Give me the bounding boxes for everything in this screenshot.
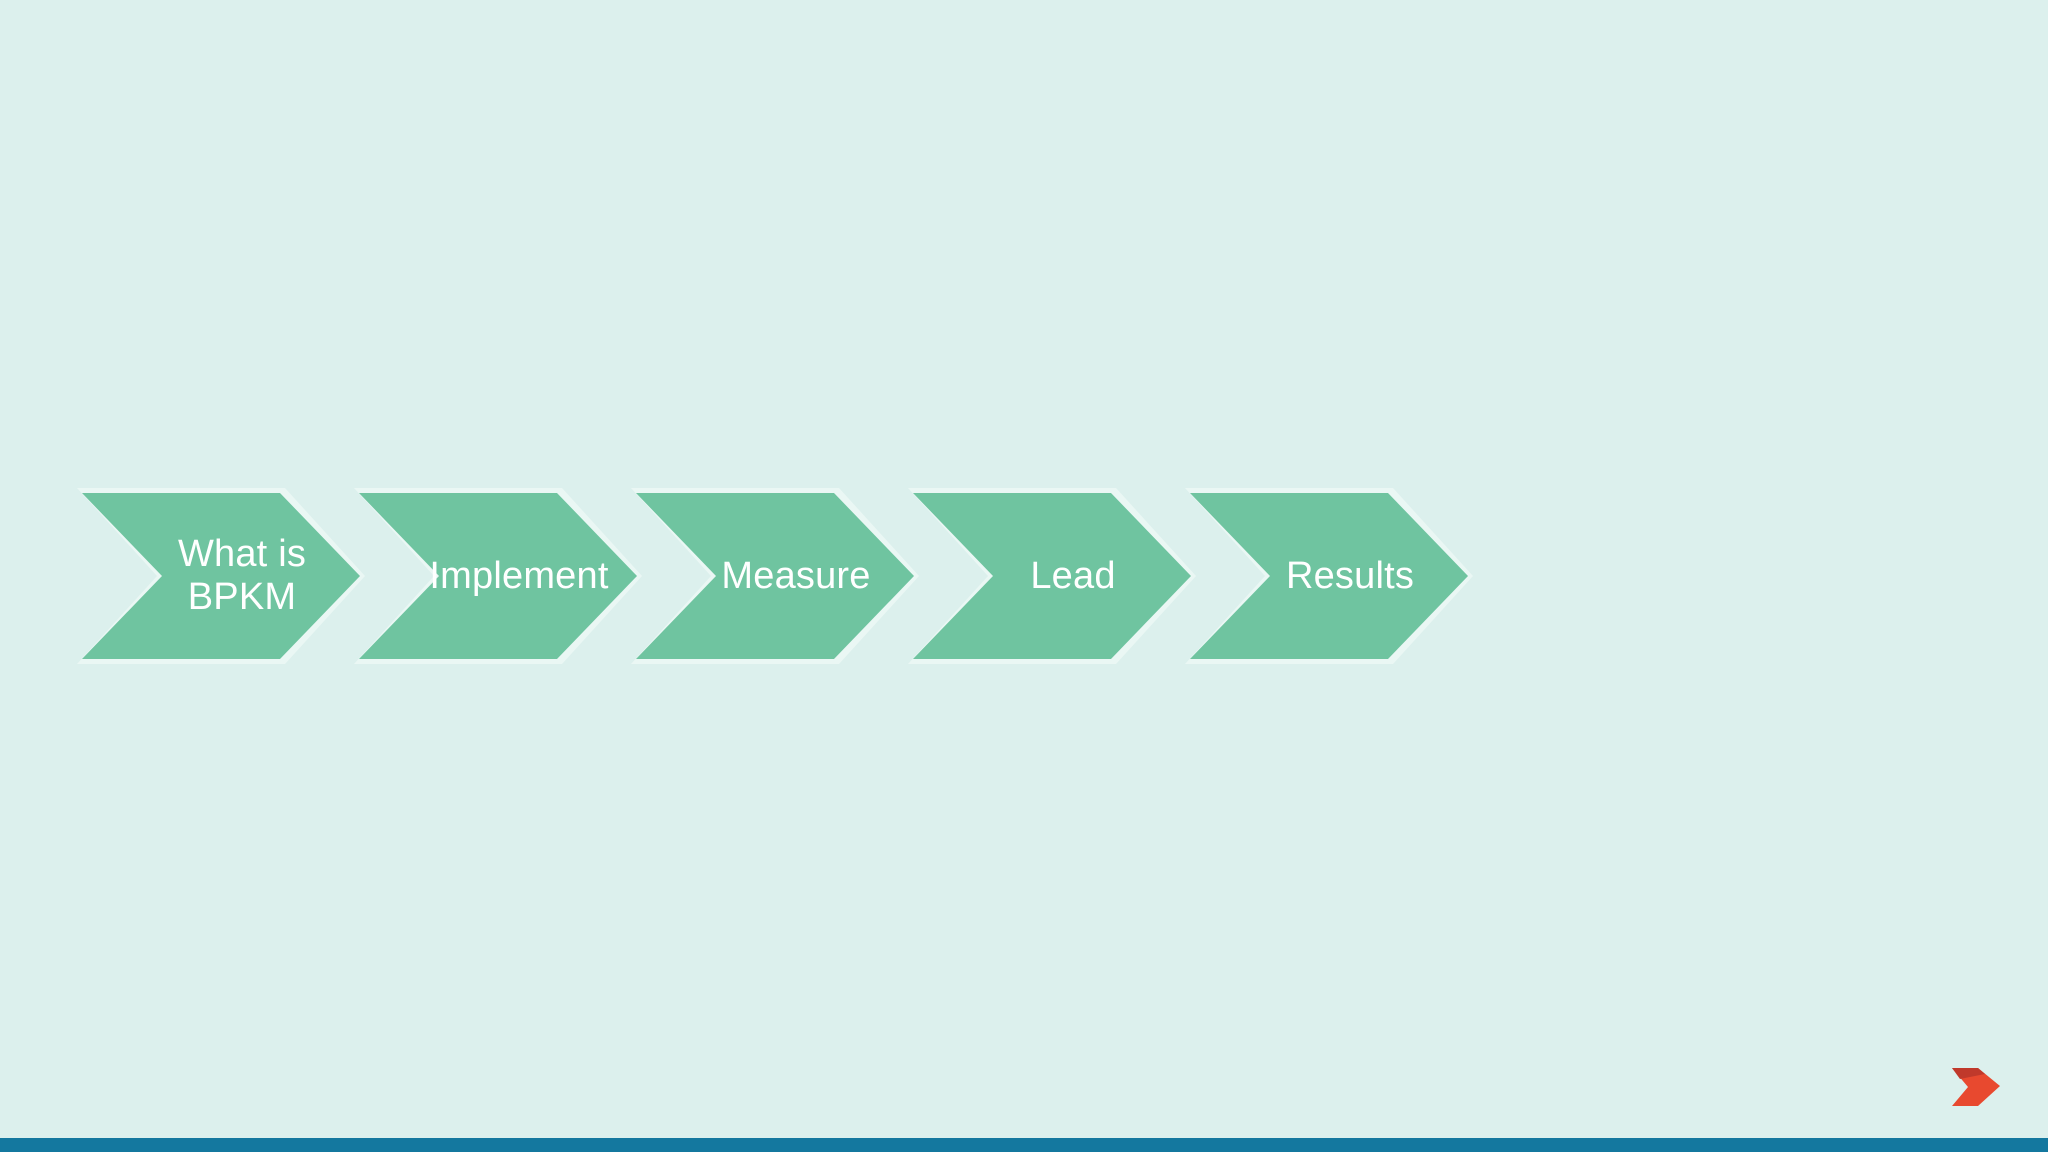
chevron-shape — [359, 493, 637, 659]
chevron-shape — [913, 493, 1191, 659]
process-step-2[interactable]: Implement — [359, 493, 637, 659]
chevron-shape — [82, 493, 360, 659]
process-step-3[interactable]: Measure — [636, 493, 914, 659]
process-step-5[interactable]: Results — [1190, 493, 1468, 659]
process-step-1[interactable]: What is BPKM — [82, 493, 360, 659]
process-step-4[interactable]: Lead — [913, 493, 1191, 659]
process-chevron-band: What is BPKM Implement Measure Lead Resu… — [0, 493, 2048, 659]
chevron-shape — [636, 493, 914, 659]
chevron-shape — [1190, 493, 1468, 659]
bottom-accent-bar — [0, 1138, 2048, 1152]
red-chevron-arrow-logo-icon — [1938, 1046, 2014, 1122]
